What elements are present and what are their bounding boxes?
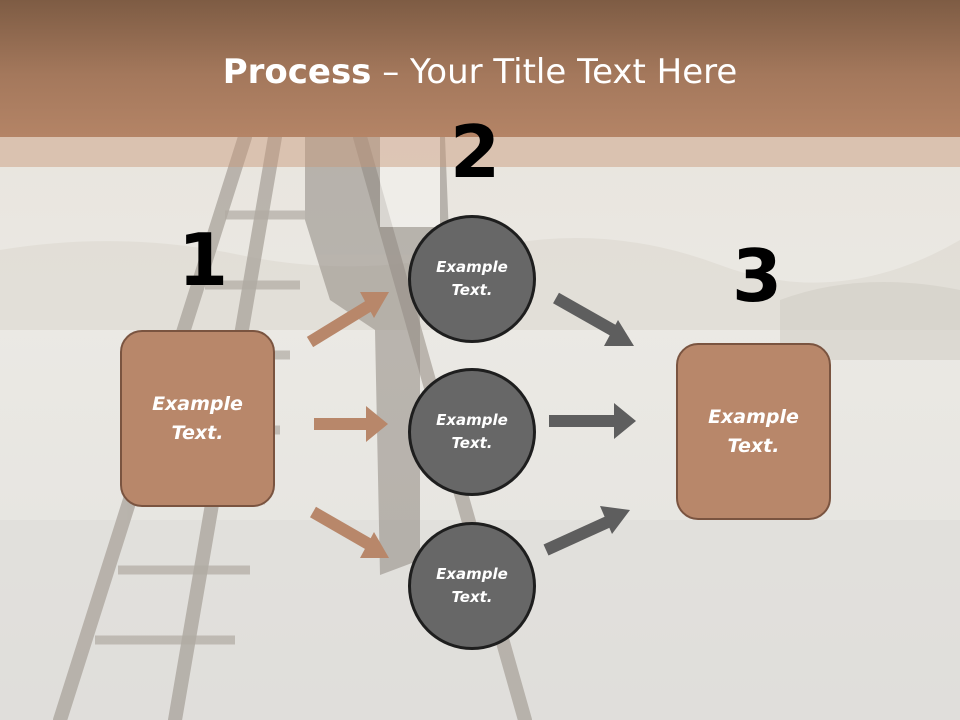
title-bold: Process (222, 52, 372, 92)
slide-title: Process – Your Title Text Here (0, 52, 960, 92)
step-2-circle-bottom-text: Example Text. (436, 565, 508, 606)
step-1-text: Example Text. (152, 392, 243, 444)
arrow-to-middle-circle (314, 406, 388, 442)
title-rest: – Your Title Text Here (371, 52, 738, 92)
step-2-circle-top-text: Example Text. (436, 258, 508, 299)
step-3-box: Example Text. (676, 343, 831, 520)
step-2-number: 2 (450, 110, 501, 194)
step-2-circle-middle: Example Text. (408, 368, 536, 496)
title-bar (0, 0, 960, 137)
arrow-from-middle-circle (549, 403, 636, 439)
step-3-number: 3 (732, 234, 783, 318)
arrow-to-top-circle (306, 292, 389, 348)
step-3-text: Example Text. (708, 405, 799, 457)
arrow-to-bottom-circle (310, 506, 389, 558)
step-1-number: 1 (178, 218, 229, 302)
step-2-circle-bottom: Example Text. (408, 522, 536, 650)
step-1-box: Example Text. (120, 330, 275, 507)
arrow-from-top-circle (553, 292, 634, 346)
arrow-from-bottom-circle (543, 506, 630, 556)
title-strip (0, 137, 960, 167)
step-2-circle-middle-text: Example Text. (436, 411, 508, 452)
step-2-circle-top: Example Text. (408, 215, 536, 343)
